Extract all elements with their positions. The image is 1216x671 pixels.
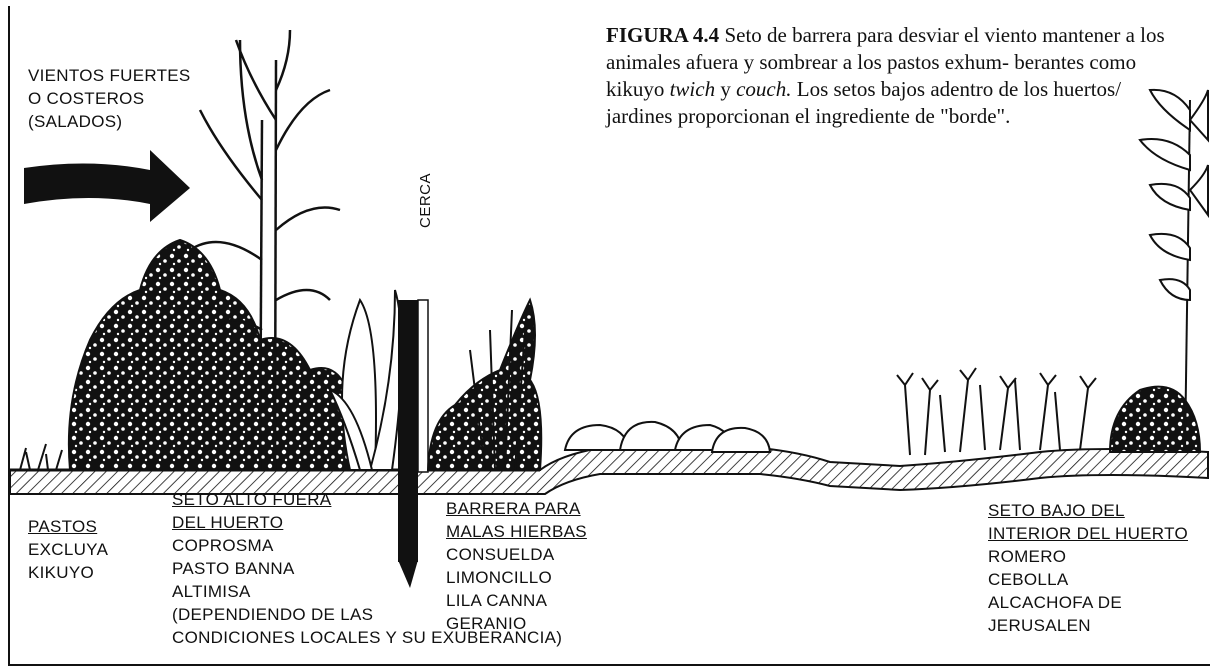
caption-italic-couch: couch. xyxy=(736,77,792,101)
pastos-label: PASTOS EXCLUYA KIKUYO xyxy=(28,515,108,584)
tall-hedge-line: CONDICIONES LOCALES Y SU EXUBERANCIA) xyxy=(172,628,563,647)
tall-hedge-heading: SETO ALTO FUERA xyxy=(172,490,332,509)
weed-barrier-line: CONSUELDA xyxy=(446,545,555,564)
low-hedge-line: JERUSALEN xyxy=(988,616,1091,635)
wind-label: VIENTOS FUERTES O COSTEROS (SALADOS) xyxy=(28,64,191,133)
canna-plant xyxy=(327,289,403,471)
wind-label-line-3: (SALADOS) xyxy=(28,112,123,131)
low-hedge-heading: INTERIOR DEL HUERTO xyxy=(988,524,1188,543)
low-hedge-line: ALCACHOFA DE xyxy=(988,593,1122,612)
tall-hedge-line: ALTIMISA xyxy=(172,582,251,601)
figure-frame xyxy=(8,6,1210,666)
low-hedge-line: ROMERO xyxy=(988,547,1067,566)
low-hedge-bush xyxy=(1108,385,1202,453)
garden-vegetables xyxy=(563,420,772,453)
weed-barrier-line: LIMONCILLO xyxy=(446,568,552,587)
low-hedge-plants xyxy=(896,367,1097,456)
weed-barrier-heading: MALAS HIERBAS xyxy=(446,522,587,541)
caption-conjunction: y xyxy=(720,77,731,101)
wind-label-line-2: O COSTEROS xyxy=(28,89,145,108)
tall-hedge-bushes xyxy=(67,238,374,471)
pastos-line: KIKUYO xyxy=(28,563,95,582)
jerusalem-artichoke-plant xyxy=(1138,88,1209,451)
caption-text-end: Los setos bajos adentro de los huertos/ … xyxy=(606,77,1122,128)
weed-barrier-line: LILA CANNA xyxy=(446,591,548,610)
caption-italic-twich: twich xyxy=(669,77,716,101)
fence-post xyxy=(398,299,429,588)
wind-label-line-1: VIENTOS FUERTES xyxy=(28,66,191,85)
low-hedge-line: CEBOLLA xyxy=(988,570,1069,589)
pasture-grass xyxy=(19,443,63,471)
tall-hedge-heading: DEL HUERTO xyxy=(172,513,284,532)
pasto-banna-plant xyxy=(189,29,341,471)
weed-barrier-label: BARRERA PARA MALAS HIERBAS CONSUELDA LIM… xyxy=(446,497,587,635)
tall-hedge-line: PASTO BANNA xyxy=(172,559,295,578)
low-hedge-heading: SETO BAJO DEL xyxy=(988,501,1125,520)
tall-hedge-line: (DEPENDIENDO DE LAS xyxy=(172,605,374,624)
figure-caption: FIGURA 4.4 Seto de barrera para desviar … xyxy=(606,22,1191,130)
wind-arrow-icon xyxy=(24,150,190,222)
weed-barrier-line: GERANIO xyxy=(446,614,527,633)
figure-label: FIGURA 4.4 xyxy=(606,23,720,47)
low-hedge-label: SETO BAJO DEL INTERIOR DEL HUERTO ROMERO… xyxy=(988,499,1188,637)
ground-profile xyxy=(9,447,1209,495)
tall-hedge-line: COPROSMA xyxy=(172,536,274,555)
pastos-line: EXCLUYA xyxy=(28,540,109,559)
fence-label: CERCA xyxy=(417,172,434,228)
caption-text: Seto de barrera para desviar el viento m… xyxy=(606,23,1165,101)
pastos-heading: PASTOS xyxy=(28,517,98,536)
tall-hedge-label: SETO ALTO FUERA DEL HUERTO COPROSMA PAST… xyxy=(172,488,562,649)
weed-barrier-bush xyxy=(426,297,543,471)
weed-barrier-heading: BARRERA PARA xyxy=(446,499,581,518)
